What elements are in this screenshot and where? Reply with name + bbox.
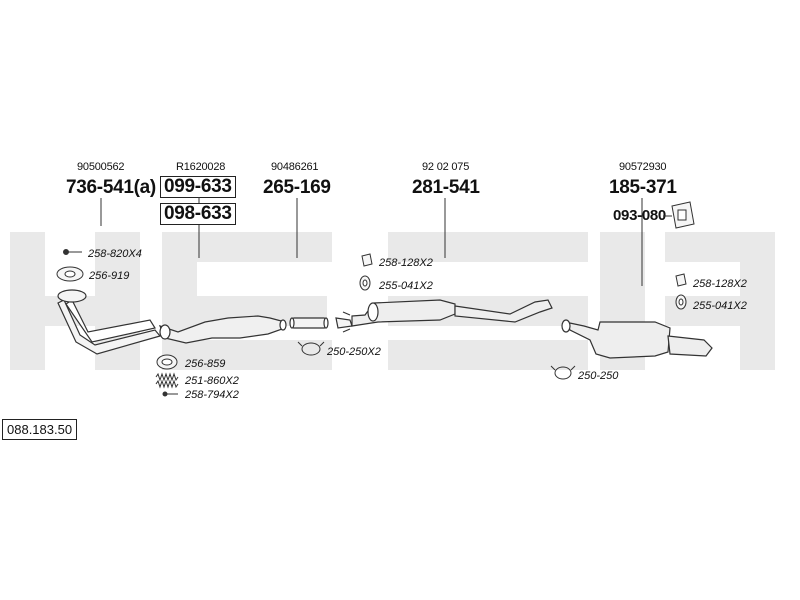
- rear-silencer-shape: [561, 319, 713, 359]
- accessory-bolt-mid[interactable]: 258-128X2: [379, 257, 433, 269]
- clamp-rear-icon: [550, 365, 576, 380]
- front-pipe-shape: [57, 289, 162, 355]
- oem-number-front-pipe: 90500562: [77, 161, 125, 173]
- accessory-clamp-rear[interactable]: 250-250: [578, 370, 619, 382]
- part-number-catalyst-2[interactable]: 098-633: [160, 203, 236, 225]
- bolt-icon: [63, 249, 82, 255]
- part-number-rear-mount[interactable]: 093-080: [613, 207, 666, 224]
- accessory-bolt-rear[interactable]: 258-128X2: [693, 278, 747, 290]
- oem-number-catalyst: R1620028: [176, 161, 226, 173]
- clamp-icon: [297, 341, 325, 356]
- oem-number-middle-silencer: 92 02 075: [422, 161, 470, 173]
- part-number-middle-silencer[interactable]: 281-541: [412, 177, 480, 198]
- spring-icon: [155, 372, 179, 389]
- part-number-intermediate[interactable]: 265-169: [263, 177, 331, 198]
- intermediate-pipe-shape: [289, 311, 353, 333]
- oem-number-intermediate: 90486261: [271, 161, 319, 173]
- accessory-spring-cat[interactable]: 251-860X2: [185, 375, 239, 387]
- gasket-icon: [56, 266, 84, 282]
- accessory-bolt-cat[interactable]: 258-794X2: [185, 389, 239, 401]
- part-number-front-pipe[interactable]: 736-541(a): [66, 177, 156, 198]
- accessory-rubber-rear[interactable]: 255-041X2: [693, 300, 747, 312]
- bolt-bracket-rear-icon: [675, 273, 687, 287]
- oem-number-rear-silencer: 90572930: [619, 161, 667, 173]
- part-number-catalyst-1[interactable]: 099-633: [160, 176, 236, 198]
- rear-mount-bracket-icon: [671, 201, 695, 229]
- middle-silencer-shape: [351, 299, 553, 327]
- accessory-clamp-mid[interactable]: 250-250X2: [327, 346, 381, 358]
- part-number-rear-silencer[interactable]: 185-371: [609, 177, 677, 198]
- accessory-rubber-mid[interactable]: 255-041X2: [379, 280, 433, 292]
- catalyst-shape: [158, 315, 287, 344]
- bolt-bracket-icon: [361, 253, 373, 267]
- bolt-small-icon: [162, 391, 178, 397]
- rubber-mount-rear-icon: [675, 294, 687, 310]
- accessory-gasket-front[interactable]: 256-919: [89, 270, 130, 282]
- accessory-gasket-cat[interactable]: 256-859: [185, 358, 226, 370]
- accessory-bolt-front[interactable]: 258-820X4: [88, 248, 142, 260]
- gasket-ring-icon: [156, 354, 178, 370]
- rubber-mount-icon: [359, 275, 371, 291]
- diagram-reference-number: 088.183.50: [2, 419, 78, 440]
